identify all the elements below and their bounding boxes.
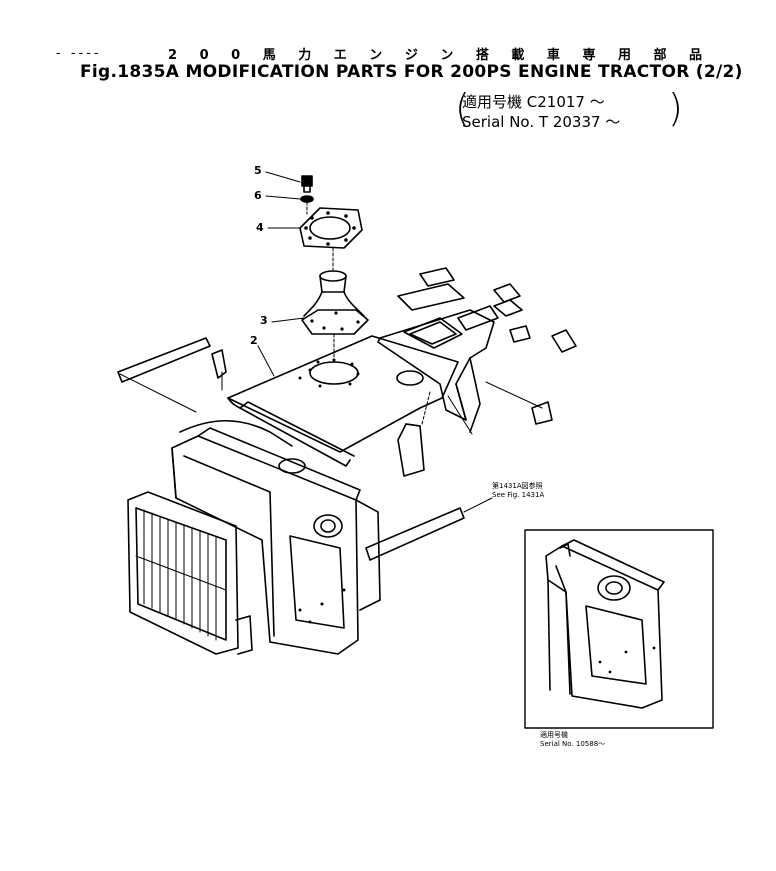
header-dash-mark: - ---- [56,46,102,61]
right-parenthesis: ) [668,86,683,130]
callout-6: 6 [254,189,262,202]
cross-reference-note: 第1431A図参照 See Fig. 1431A [492,482,544,500]
callout-2: 2 [250,334,258,347]
part-2-hood [117,335,459,477]
inset-box [524,529,714,729]
part-5-bolt [301,175,313,193]
leader-lines [119,171,543,513]
cross-reference-en: See Fig. 1431A [492,491,545,499]
callout-3: 3 [260,314,268,327]
callout-5: 5 [254,164,262,177]
decal-plates [397,267,577,425]
part-6-washer [300,195,314,203]
part-4-gasket [299,207,363,249]
inset-caption-serial: Serial No. 10588～ [540,740,606,748]
instrument-panel [377,305,499,433]
left-parenthesis: ( [455,86,470,130]
inset-caption-jp: 適用号機 [540,731,568,739]
cross-reference-jp: 第1431A図参照 [492,482,543,490]
grille [127,491,253,655]
applicability-jp: 適用号機 C21017 ～ [462,93,605,111]
japanese-title: 2 0 0 馬 力 エ ン ジ ン 搭 載 車 専 用 部 品 [168,48,712,63]
figure-title: Fig.1835A MODIFICATION PARTS FOR 200PS E… [80,62,743,82]
applicability-block: 適用号機 C21017 ～ Serial No. T 20337 ～ [462,92,692,132]
front-frame [171,419,465,655]
callout-4: 4 [256,221,264,234]
applicability-serial: Serial No. T 20337 ～ [462,113,621,131]
part-3-stack-base [301,270,369,335]
inset-caption: 適用号機 Serial No. 10588～ [540,731,605,749]
